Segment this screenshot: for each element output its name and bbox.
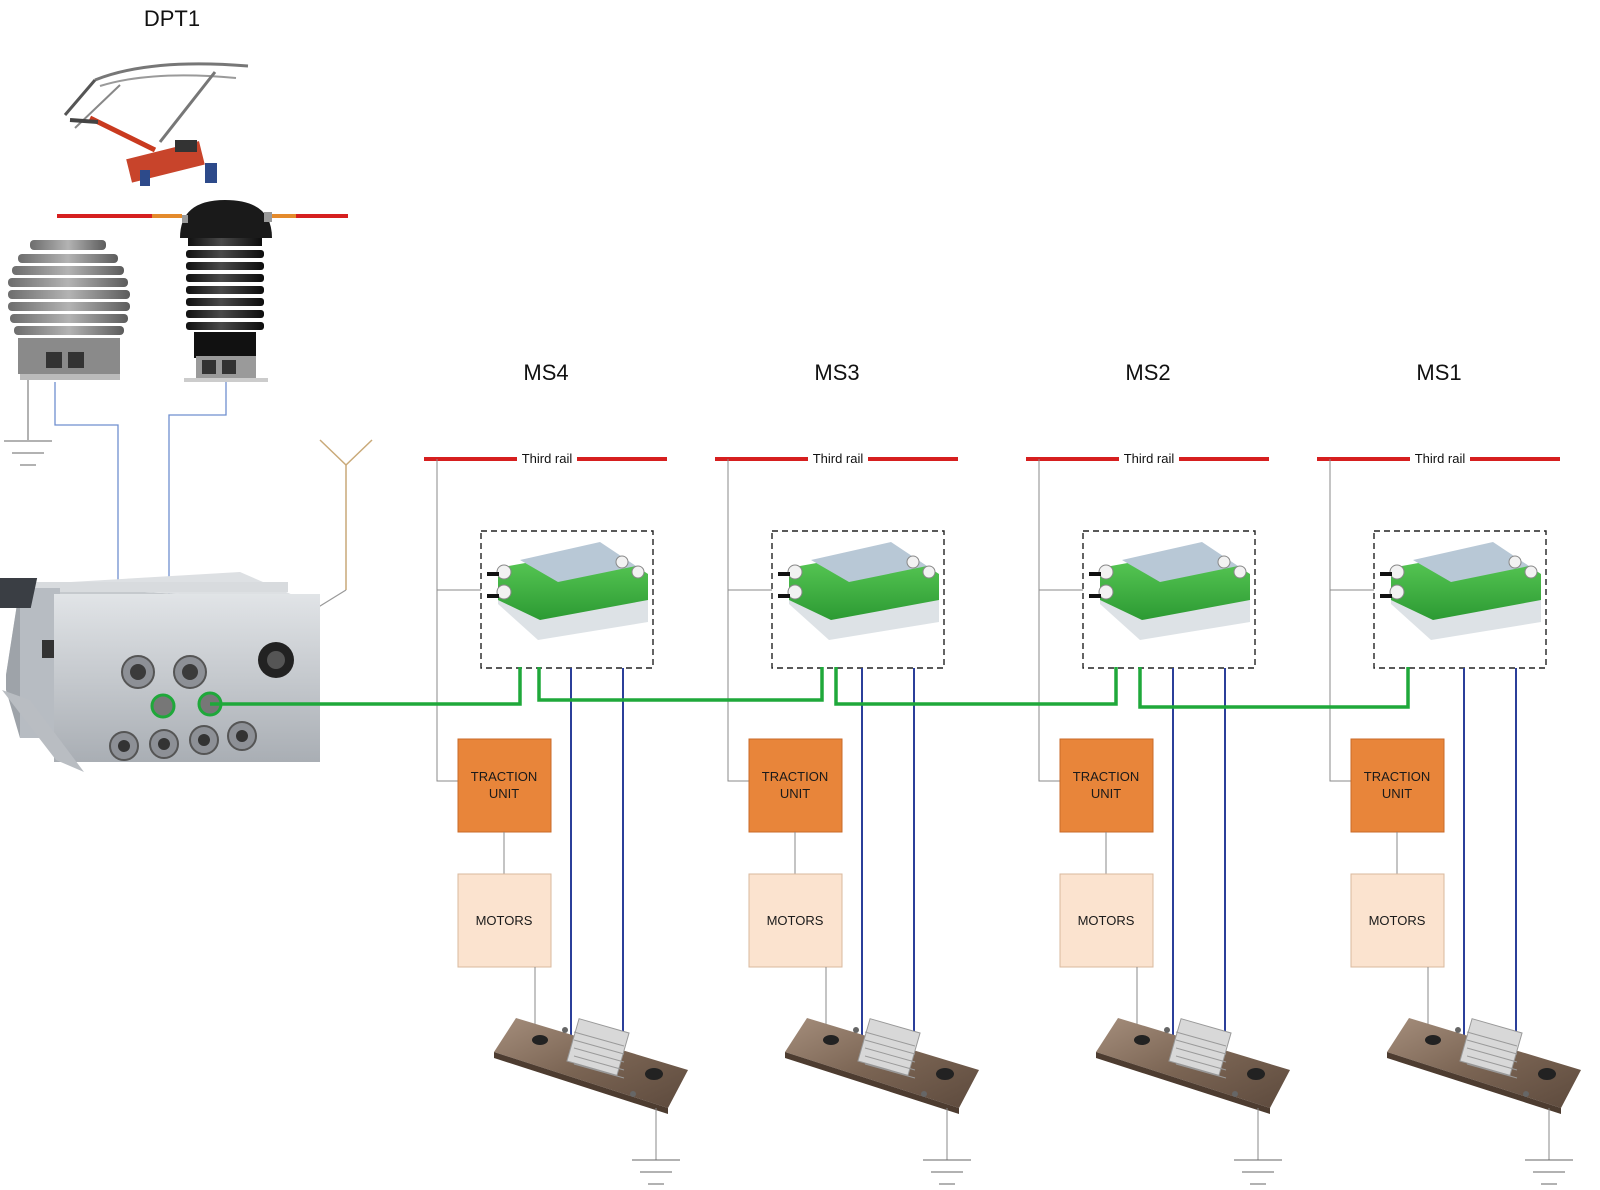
traction-unit-label: TRACTION [762,769,828,784]
traction-unit-label: TRACTION [471,769,537,784]
motors-box [457,873,552,968]
ground-icon [1525,1159,1573,1185]
motors-label: MOTORS [1369,913,1426,928]
current-shunt-image [494,1018,688,1114]
station-title: MS1 [1416,360,1461,385]
station-title: MS3 [814,360,859,385]
traction-unit-box [748,738,843,833]
rail-feed-wire [727,459,749,782]
third-rail-label: Third rail [522,451,573,466]
ground-icon [4,380,52,466]
third-rail-label-bg [808,449,868,467]
module-outline [1082,530,1256,669]
traction-unit-label: TRACTION [1073,769,1139,784]
motors-box [1350,873,1445,968]
current-shunt-image [1387,1018,1581,1114]
black-bushing-image [180,200,272,382]
module-outline [1373,530,1547,669]
data-link-line [210,667,1410,709]
motors-label: MOTORS [476,913,533,928]
third-rail-label: Third rail [1124,451,1175,466]
motors-label: MOTORS [1078,913,1135,928]
traction-unit-box [1350,738,1445,833]
station-title: MS2 [1125,360,1170,385]
module-outline [771,530,945,669]
measurement-module-image [1380,542,1541,640]
measurement-module-image [1089,542,1250,640]
third-rail-label-bg [1410,449,1470,467]
traction-unit-label: UNIT [780,786,810,801]
rail-feed-wire [1329,459,1351,782]
rail-feed-wire [1038,459,1060,782]
system-title: DPT1 [144,6,200,31]
motors-box [1059,873,1154,968]
third-rail-label-bg [517,449,577,467]
current-shunt-image [1096,1018,1290,1114]
current-shunt-image [785,1018,979,1114]
traction-unit-label: UNIT [1091,786,1121,801]
module-outline [480,530,654,669]
traction-unit-label: UNIT [1382,786,1412,801]
third-rail-label-bg [1119,449,1179,467]
rail-feed-wire [436,459,458,782]
station-title: MS4 [523,360,568,385]
traction-unit-box [457,738,552,833]
ground-icon [1234,1159,1282,1185]
grey-insulator-image [8,240,130,380]
third-rail-label: Third rail [1415,451,1466,466]
motors-label: MOTORS [767,913,824,928]
measurement-module-image [487,542,648,640]
traction-unit-label: TRACTION [1364,769,1430,784]
controller-unit-image [0,572,320,772]
ground-icon [632,1159,680,1185]
ground-icon [923,1159,971,1185]
motors-box [748,873,843,968]
pantograph-image [63,62,249,186]
third-rail-label: Third rail [813,451,864,466]
measurement-module-image [778,542,939,640]
traction-unit-label: UNIT [489,786,519,801]
